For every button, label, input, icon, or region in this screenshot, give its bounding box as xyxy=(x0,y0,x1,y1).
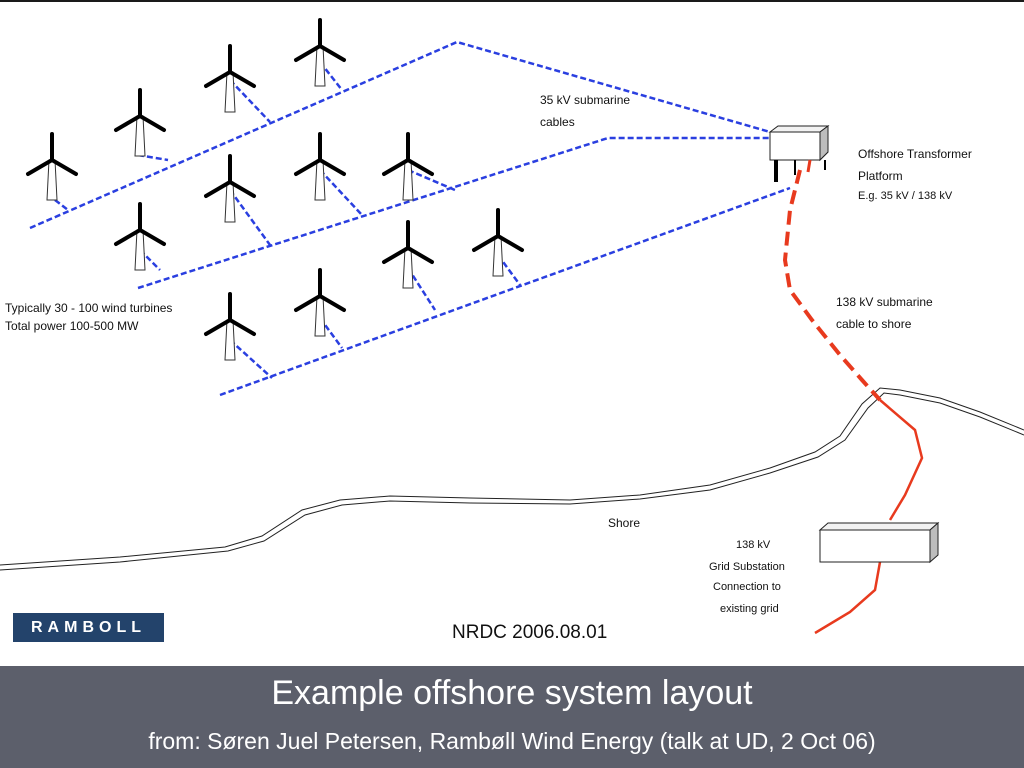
turbines-label-2: Total power 100-500 MW xyxy=(5,319,139,333)
wind-turbine xyxy=(204,292,256,361)
substation-label-2: Grid Substation xyxy=(709,561,785,573)
wind-turbine xyxy=(114,202,166,271)
offshore-transformer-platform xyxy=(768,125,830,182)
substation-label-3: Connection to xyxy=(713,581,781,593)
top-border xyxy=(0,0,1024,2)
date-stamp: NRDC 2006.08.01 xyxy=(452,622,608,643)
export-cable xyxy=(782,169,924,635)
ramboll-logo: RAMBOLL xyxy=(13,613,164,642)
shore-label: Shore xyxy=(608,516,640,530)
wind-turbine xyxy=(294,132,346,201)
wind-turbine xyxy=(294,268,346,337)
platform-label-2: Platform xyxy=(858,169,903,183)
substation-label-4: existing grid xyxy=(720,603,779,615)
grid-substation xyxy=(818,521,940,564)
footer-caption: Example offshore system layout from: Sør… xyxy=(0,666,1024,768)
slide-subtitle: from: Søren Juel Petersen, Rambøll Wind … xyxy=(148,728,876,754)
substation-label-1: 138 kV xyxy=(736,539,771,551)
wind-turbine xyxy=(382,220,434,289)
wind-turbine xyxy=(382,132,434,201)
wind-turbine xyxy=(204,44,256,113)
submarine-138kv-label-1: 138 kV submarine xyxy=(836,295,933,309)
wind-turbine xyxy=(26,132,78,201)
wind-turbine xyxy=(204,154,256,223)
wind-turbine xyxy=(472,208,524,277)
wind-turbines xyxy=(26,18,524,361)
platform-label-3: E.g. 35 kV / 138 kV xyxy=(858,190,953,202)
shoreline xyxy=(0,387,1024,571)
submarine-35kv-label-2: cables xyxy=(540,115,575,129)
platform-label-1: Offshore Transformer xyxy=(858,147,972,161)
turbines-label-1: Typically 30 - 100 wind turbines xyxy=(5,301,172,315)
wind-turbine xyxy=(114,88,166,157)
offshore-layout-diagram: 35 kV submarine cables Offshore Transfor… xyxy=(0,18,1024,635)
slide-title: Example offshore system layout xyxy=(271,674,753,712)
submarine-138kv-label-2: cable to shore xyxy=(836,317,912,331)
submarine-35kv-label-1: 35 kV submarine xyxy=(540,93,630,107)
wind-turbine xyxy=(294,18,346,87)
array-cables xyxy=(29,40,791,397)
